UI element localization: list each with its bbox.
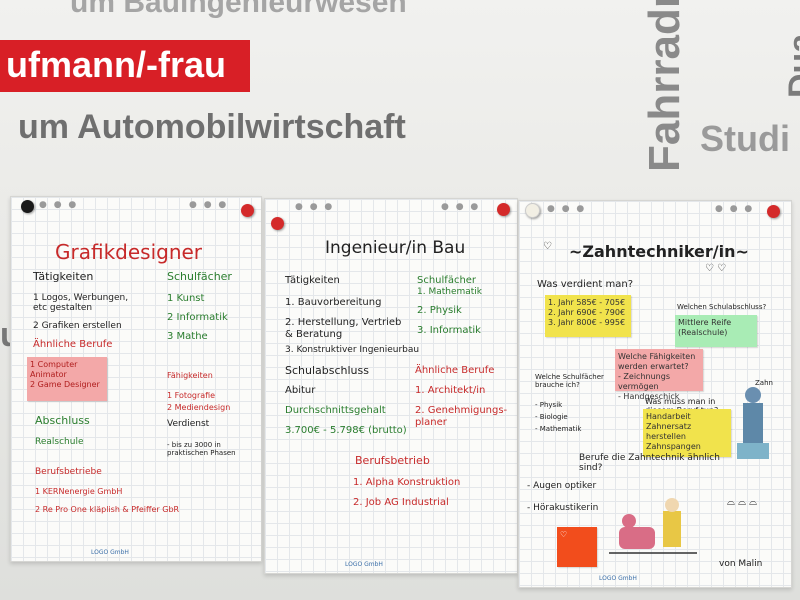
flipchart-sheet-grafikdesigner: ● ● ● ● ● ● Grafikdesigner Tätigkeiten 1… (10, 196, 262, 562)
aehnlich-1: - Augen optiker (527, 481, 597, 491)
magnet-white (525, 203, 540, 218)
gehalt-2: 2. Jahr 690€ - 790€ (548, 308, 626, 317)
signature: von Malin (719, 559, 763, 569)
betrieb-1: 1. Alpha Konstruktion (353, 477, 461, 488)
aufgabe-3: Zahnspangen (646, 442, 701, 451)
tooth-icon: ⌓ ⌓ ⌓ (727, 497, 758, 508)
abschluss-heading: Abschluss (35, 414, 90, 427)
taetigkeit-2: 2 Grafiken erstellen (33, 321, 122, 331)
abschluss-value: Realschule (35, 437, 84, 447)
aehnlich-2: 2 Game Designer (30, 380, 100, 389)
dentist-scene-illustration (609, 498, 697, 554)
schulfach-1: 1 Kunst (167, 293, 205, 304)
aehnliche-heading: Ähnliche Berufe (33, 339, 113, 350)
taetigkeiten-heading: Tätigkeiten (285, 275, 340, 286)
betriebe-heading: Berufsbetriebe (35, 467, 102, 477)
wall-red-banner (0, 40, 250, 92)
gehalt-1: 1. Jahr 585€ - 705€ (548, 298, 626, 307)
sticky-note-tooth: ♡ (557, 527, 597, 567)
schulfach-2: 2 Informatik (167, 312, 228, 323)
gehalt-heading: Durchschnittsgehalt (285, 405, 386, 416)
punch-holes: ● ● ● (295, 202, 335, 212)
schulfach-1: 1. Mathematik (417, 287, 483, 297)
wall-text-vertical: Fahrradm (640, 0, 689, 172)
faehigkeit-1: 1 Fotografie (167, 391, 216, 400)
aehnlich-1: 1 Computer Animator (30, 360, 78, 379)
schulfach-3: 3 Mathe (167, 331, 208, 342)
betrieb-1: 1 KERNenergie GmbH (35, 487, 123, 496)
wall-text-2: ufmann/-frau (6, 44, 226, 85)
betrieb-2: 2. Job AG Industrial (353, 497, 449, 508)
schulfach-3: 3. Informatik (417, 325, 481, 336)
tooth-icon: ♡ ♡ (705, 263, 727, 274)
sticky-note-aufgaben: Handarbeit Zahnersatz herstellen Zahnspa… (643, 409, 731, 457)
schulfach-2: 2. Physik (417, 305, 462, 316)
schulfach-1: - Physik (535, 401, 563, 409)
faehigkeit-2: - Handgeschick (618, 392, 680, 401)
sticky-note-gehalt: 1. Jahr 585€ - 705€ 2. Jahr 690€ - 790€ … (545, 295, 631, 337)
faehigkeit-2: 2 Mediendesign (167, 403, 231, 412)
gehalt-value: 3.700€ - 5.798€ (brutto) (285, 425, 407, 436)
faehigkeiten-heading: Fähigkeiten (167, 371, 213, 380)
wall-text-5: Studi (700, 118, 790, 159)
zahn-label: Zahn (755, 379, 773, 387)
flipchart-sheet-zahntechniker: ● ● ● ● ● ● ~Zahntechniker/in~ ♡ ♡ ♡ Was… (518, 200, 792, 588)
aehnlich-2: 2. Genehmigungs-planer (415, 405, 508, 428)
taetigkeit-2: 2. Herstellung, Vertrieb & Beratung (285, 317, 402, 340)
punch-holes: ● ● ● (39, 200, 79, 210)
paper-footer-logo: LOGO GmbH (91, 549, 129, 556)
magnet-red (241, 204, 254, 217)
sheet-title: Grafikdesigner (55, 240, 203, 264)
schulfaecher-heading: Schulfächer (167, 270, 232, 283)
faehigkeit-1: - Zeichnungs vermögen (618, 372, 670, 391)
wall-text-3: um Automobilwirtschaft (18, 108, 406, 146)
wall-text-1: um Bauingenieurwesen (70, 0, 407, 19)
taetigkeit-1: 1 Logos, Werbungen, etc gestalten (33, 293, 129, 314)
sticky-note-faehigkeiten: Welche Fähigkeiten werden erwartet? - Ze… (615, 349, 703, 401)
schulabschluss-value: Abitur (285, 385, 316, 396)
schulabschluss-value: Mittlere Reife (Realschule) (678, 318, 732, 337)
flipchart-sheet-ingenieur-bau: ● ● ● ● ● ● Ingenieur/in Bau Tätigkeiten… (264, 198, 518, 574)
faehigkeiten-question: Welche Fähigkeiten werden erwartet? (618, 352, 696, 371)
betrieb-heading: Berufsbetrieb (355, 454, 430, 467)
taetigkeit-1: 1. Bauvorbereitung (285, 297, 382, 308)
aufgabe-1: Handarbeit (646, 412, 691, 421)
tooth-icon: ♡ (543, 241, 552, 252)
punch-holes: ● ● ● (189, 200, 229, 210)
verdienst-heading: Verdienst (167, 419, 210, 429)
tooth-icon: ♡ (560, 530, 568, 539)
schulfach-3: - Mathematik (535, 425, 582, 433)
sticky-note-aehnliche: 1 Computer Animator 2 Game Designer (27, 357, 107, 401)
gehalt-3: 3. Jahr 800€ - 995€ (548, 318, 626, 327)
sheet-title: ~Zahntechniker/in~ (569, 242, 749, 261)
schulfach-2: - Biologie (535, 413, 568, 421)
aehnliche-question: Berufe die Zahntechnik ähnlich sind? (579, 453, 720, 474)
schulabschluss-question: Welchen Schulabschluss? (677, 303, 767, 311)
magnet-black (21, 200, 34, 213)
aufgabe-2: Zahnersatz herstellen (646, 422, 692, 441)
punch-holes: ● ● ● (715, 204, 755, 214)
person-illustration (737, 387, 769, 459)
verdient-question: Was verdient man? (537, 279, 634, 290)
aehnliche-heading: Ähnliche Berufe (415, 365, 495, 376)
paper-footer-logo: LOGO GmbH (345, 561, 383, 568)
magnet-red (497, 203, 510, 216)
taetigkeit-3: 3. Konstruktiver Ingenieurbau (285, 345, 420, 355)
magnet-red (271, 217, 284, 230)
aehnlich-1: 1. Architekt/in (415, 385, 486, 396)
taetigkeiten-heading: Tätigkeiten (33, 270, 94, 283)
schulfaecher-heading: Schulfächer (417, 275, 477, 286)
schulabschluss-heading: Schulabschluss (285, 364, 369, 377)
paper-footer-logo: LOGO GmbH (599, 575, 637, 582)
schulfaecher-question: Welche Schulfächer brauche ich? (535, 373, 604, 390)
sheet-title: Ingenieur/in Bau (325, 238, 466, 258)
punch-holes: ● ● ● (441, 202, 481, 212)
aehnlich-2: - Hörakustikerin (527, 503, 599, 513)
verdienst-value: - bis zu 3000 in praktischen Phasen (167, 441, 236, 458)
betrieb-2: 2 Re Pro One kläplish & Pfeiffer GbR (35, 505, 180, 514)
punch-holes: ● ● ● (547, 204, 587, 214)
wall-text-6: Dua (782, 33, 800, 98)
sticky-note-schulabschluss: Mittlere Reife (Realschule) (675, 315, 757, 347)
magnet-red (767, 205, 780, 218)
